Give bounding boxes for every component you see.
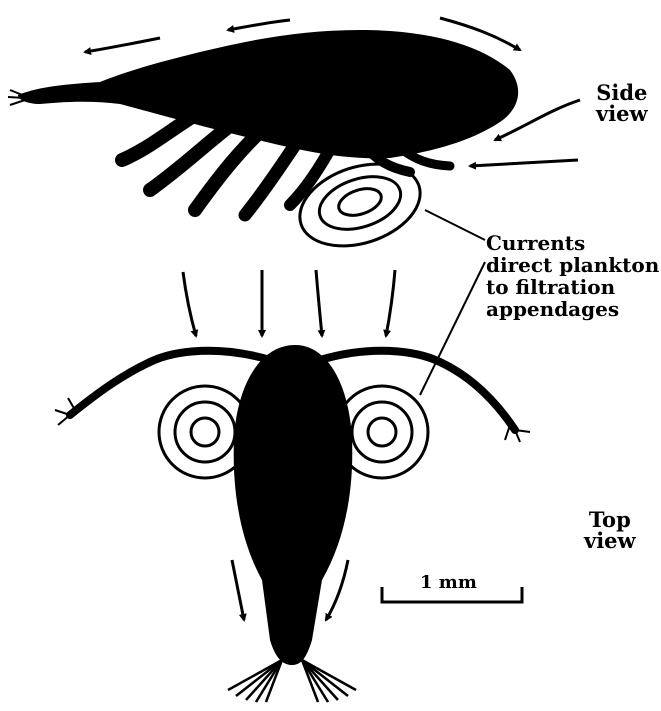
top-view-label: Top view xyxy=(584,509,636,551)
scale-bar-label: 1 mm xyxy=(420,574,477,592)
side-view-tail-setae xyxy=(8,90,25,105)
top-view-tail-setae xyxy=(228,660,356,702)
side-view-vortex xyxy=(289,150,430,261)
side-view-label: Side view xyxy=(596,82,648,124)
side-view-copepod xyxy=(8,30,518,215)
top-view-copepod xyxy=(55,345,530,702)
currents-label: Currents direct plankton to filtration a… xyxy=(486,232,659,320)
top-view-body xyxy=(234,345,353,665)
